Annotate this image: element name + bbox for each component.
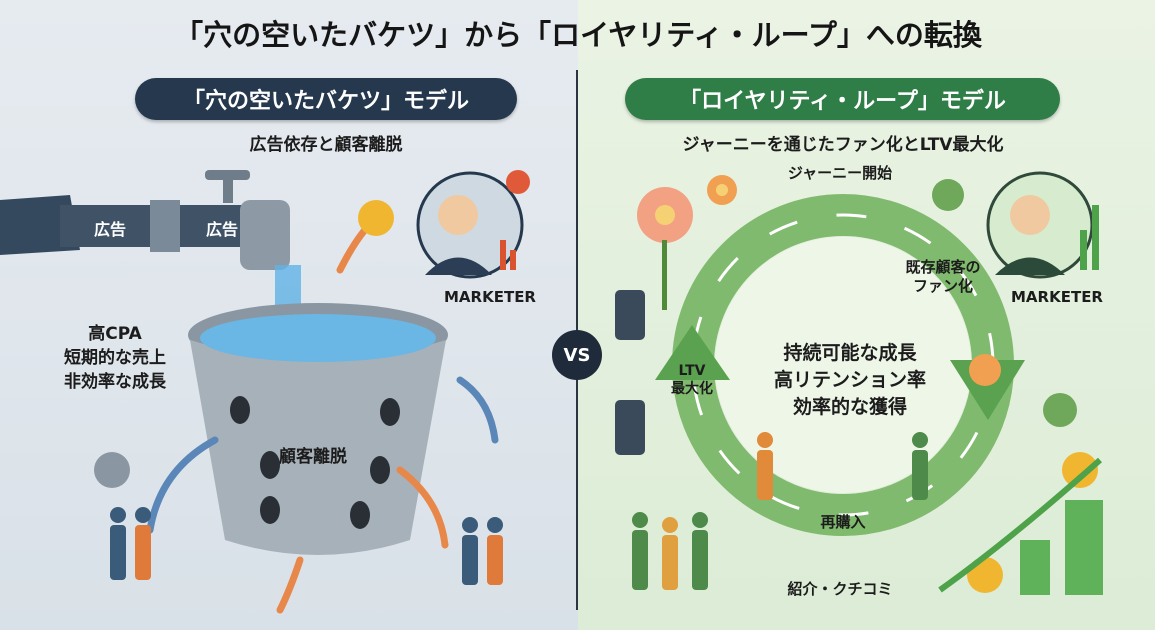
coin-icon [358,200,394,236]
phone-icon [615,400,645,455]
loop-step-referral: 紹介・クチコミ [787,580,893,598]
benefit-item: 高リテンション率 [773,369,927,391]
loop-step-start: ジャーニー開始 [787,164,893,182]
flower-icon [637,175,737,310]
loyalty-loop-heading: 「ロイヤリティ・ループ」モデル [625,78,1060,120]
frustrated-marketer-icon [416,170,530,279]
phone-icon [615,290,645,340]
arrow-up-icon [655,325,730,380]
marketer-label: MARKETER [444,288,536,306]
loop-step-fan-line: ファン化 [912,277,974,295]
problem-list: 高CPA 短期的な売上 非効率な成長 [64,322,166,394]
customer-icon [969,354,1001,386]
benefit-list: 持続可能な成長 高リテンション率 効率的な獲得 [774,340,926,421]
growth-chart-icon [938,452,1103,595]
loop-step-repurchase: 再購入 [820,513,866,531]
loop-step-ltv-line: 最大化 [671,381,713,397]
benefit-item: 効率的な獲得 [792,396,908,418]
gear-icon [932,179,964,211]
bucket-model-subtitle: 広告依存と顧客離脱 [249,135,403,155]
faucet-pipe-icon [0,170,301,305]
churn-label: 顧客離脱 [279,447,347,467]
ad-label: 広告 [205,220,239,239]
people-group-icon [110,432,928,590]
happy-marketer-icon [986,171,1099,279]
arrow-down-icon [950,360,1025,420]
benefit-item: 持続可能な成長 [783,342,917,364]
vs-badge: VS [552,330,602,380]
loyalty-loop-subtitle: ジャーニーを通じたファン化とLTV最大化 [682,135,1004,155]
ad-label: 広告 [93,220,127,239]
marketer-label: MARKETER [1011,288,1103,306]
problem-item: 非効率な成長 [64,372,166,392]
loop-step-ltv-line: LTV [678,363,706,379]
gear-icon [1043,393,1077,427]
loop-step-ltv: LTV 最大化 [671,362,713,398]
leaky-bucket-icon [188,303,448,555]
loop-step-fan: 既存顧客の ファン化 [905,258,980,296]
page-title: 「穴の空いたバケツ」から「ロイヤリティ・ループ」への転換 [174,18,982,52]
loop-step-fan-line: 既存顧客の [905,258,981,276]
coin-icon [94,452,130,488]
bucket-model-heading: 「穴の空いたバケツ」モデル [135,78,517,120]
problem-item: 高CPA [88,324,142,344]
problem-item: 短期的な売上 [64,348,166,368]
